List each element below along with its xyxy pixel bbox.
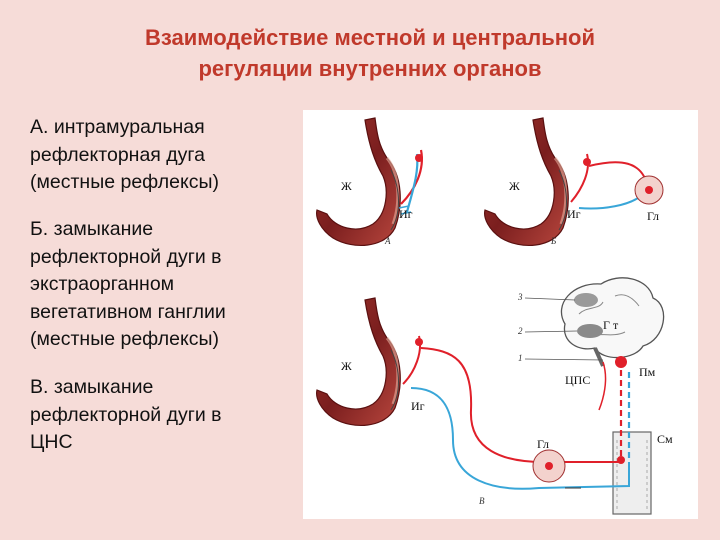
label-zh-a: Ж (341, 179, 352, 193)
panel-letter-c: В (479, 496, 485, 506)
label-ig-a: Иг (399, 207, 413, 221)
ganglion-neuron-b (645, 186, 653, 194)
label-cps: ЦПС (565, 373, 590, 387)
reflex-arc-illustration: Ж Иг А Ж Иг Гл Б (316, 117, 673, 515)
panel-letter-b: Б (550, 236, 557, 246)
brain-descending (598, 361, 607, 411)
ganglion-neuron-c (545, 462, 553, 470)
extraorgan-arc-b (570, 153, 664, 210)
item-b-line: Б. замыкание (30, 218, 154, 240)
title-line-2: регуляции внутренних органов (198, 56, 542, 81)
item-b-line: экстраорганном (30, 273, 175, 295)
item-c: В. замыкание рефлекторной дуги в ЦНС (30, 374, 222, 457)
neuron-a (415, 154, 423, 162)
afferent-path-c (410, 387, 630, 490)
label-gt: Г т (603, 318, 619, 332)
panel-c: 3 2 1 Г т См ЦПС Пм (316, 277, 673, 515)
slide-title: Взаимодействие местной и центральной рег… (0, 22, 720, 84)
brainstem (593, 347, 605, 367)
wall-outline-b (558, 169, 567, 231)
label-gl-b: Гл (647, 209, 659, 223)
panel-letter-a: А (384, 236, 391, 246)
item-a-line: (местные рефлексы) (30, 171, 220, 193)
label-ig-b: Иг (567, 207, 581, 221)
item-a-line: А. интрамуральная (30, 116, 205, 138)
panel-b: Ж Иг Гл Б (484, 117, 664, 246)
upper-center (574, 293, 598, 307)
brain (560, 277, 665, 367)
item-b-line: (местные рефлексы) (30, 328, 220, 350)
title-line-1: Взаимодействие местной и центральной (144, 25, 596, 50)
neuron-b (583, 158, 591, 166)
label-sm: См (657, 432, 673, 446)
receptor-a (398, 205, 412, 215)
item-c-line: В. замыкание (30, 376, 154, 398)
item-c-line: рефлекторной дуги в (30, 403, 222, 426)
item-b: Б. замыкание рефлекторной дуги в экстрао… (30, 216, 226, 354)
label-zh-b: Ж (509, 179, 520, 193)
label-gl-c: Гл (537, 437, 549, 451)
stomach-wall-a (316, 117, 401, 246)
item-a: А. интрамуральная рефлекторная дуга (мес… (30, 114, 219, 197)
label-zh-c: Ж (341, 359, 352, 373)
afferent-path-b (578, 193, 644, 210)
neuron-c (415, 338, 423, 346)
stomach-wall-c (316, 297, 401, 426)
number-3: 3 (517, 292, 523, 302)
hypothalamus (577, 324, 603, 338)
panel-a: Ж Иг А (316, 117, 423, 246)
item-a-line: рефлекторная дуга (30, 143, 205, 166)
intramural-arc-a (398, 149, 423, 215)
item-c-line: ЦНС (30, 431, 73, 453)
number-2: 2 (518, 326, 523, 336)
cns-neuron (615, 356, 627, 368)
reflex-arc-figure: Ж Иг А Ж Иг Гл Б (303, 110, 698, 519)
number-1: 1 (518, 353, 523, 363)
wall-outline-a (390, 169, 399, 231)
label-ig-c: Иг (411, 399, 425, 413)
spinal-cord (612, 431, 652, 515)
item-b-line: рефлекторной дуги в (30, 245, 222, 268)
pointer-lines (524, 297, 604, 361)
label-pm: Пм (639, 365, 656, 379)
efferent-path-c (420, 347, 621, 463)
stomach-wall-b (484, 117, 569, 246)
item-b-line: вегетативном ганглии (30, 300, 226, 323)
